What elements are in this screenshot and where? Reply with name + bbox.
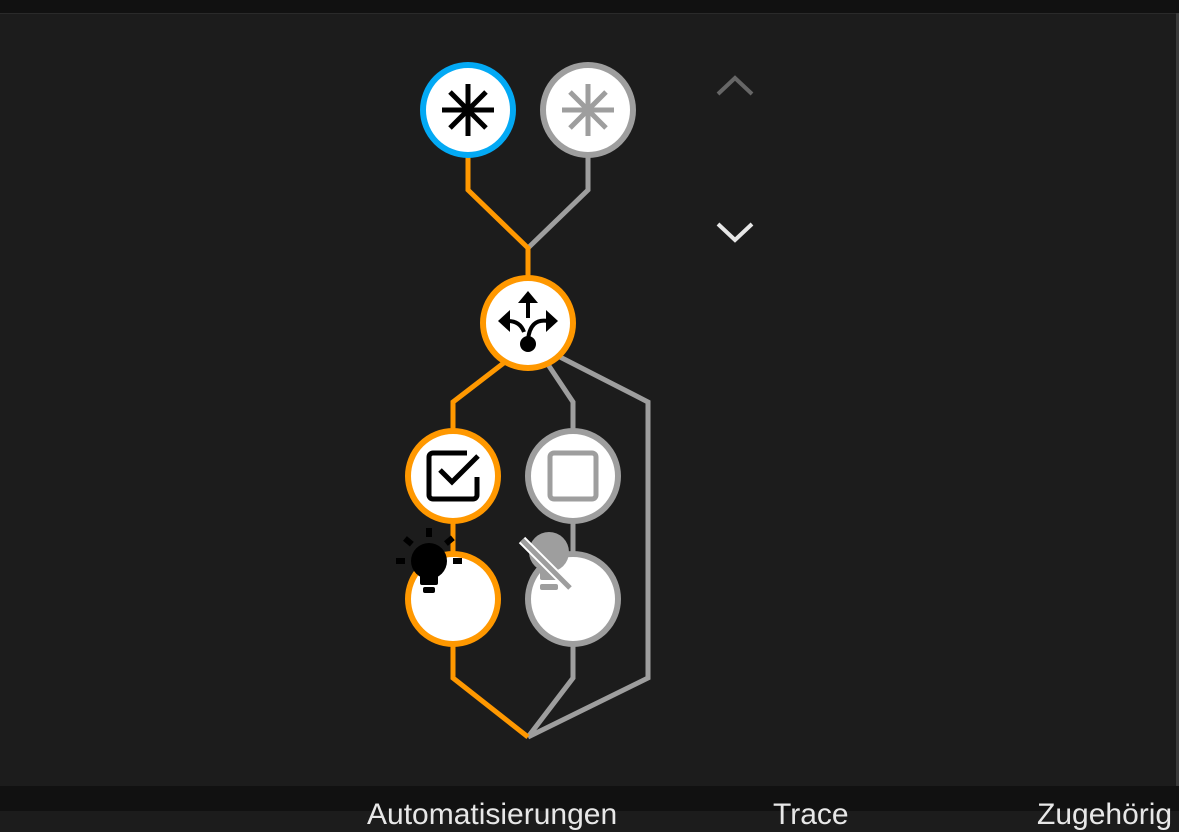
edge-active (450, 360, 507, 432)
checkbox-checked-icon (426, 450, 480, 502)
node-action-1[interactable] (396, 528, 501, 647)
next-button[interactable] (712, 216, 758, 246)
tab-bar: Automatisierungen Trace Zugehörig (0, 786, 1179, 831)
chevron-up-icon (716, 75, 754, 96)
scrollbar[interactable] (1176, 13, 1179, 786)
edge-inactive (526, 645, 576, 739)
node-trigger-2[interactable] (540, 62, 636, 158)
node-condition-1[interactable] (405, 428, 501, 524)
asterisk-icon (442, 84, 494, 136)
tab-trace[interactable]: Trace (773, 798, 849, 831)
lightbulb-on-icon (396, 528, 462, 593)
edge-active (465, 155, 531, 280)
node-condition-2[interactable] (525, 428, 621, 524)
checkbox-blank-icon (547, 450, 599, 502)
call-split-icon (498, 291, 558, 352)
edge-inactive (526, 155, 591, 250)
top-bar (0, 0, 1179, 14)
chevron-down-icon (716, 222, 754, 243)
node-trigger-1[interactable] (420, 62, 516, 158)
edge-active (450, 645, 530, 739)
lightbulb-off-icon (518, 532, 574, 592)
asterisk-icon (562, 84, 614, 136)
tab-automations[interactable]: Automatisierungen (367, 798, 618, 831)
node-action-2[interactable] (518, 532, 621, 647)
edge-inactive (542, 358, 576, 432)
previous-button[interactable] (712, 72, 758, 102)
trace-graph (396, 62, 651, 740)
node-choose[interactable] (480, 275, 576, 371)
edge-inactive (526, 354, 651, 740)
tab-related[interactable]: Zugehörig (1037, 798, 1173, 831)
